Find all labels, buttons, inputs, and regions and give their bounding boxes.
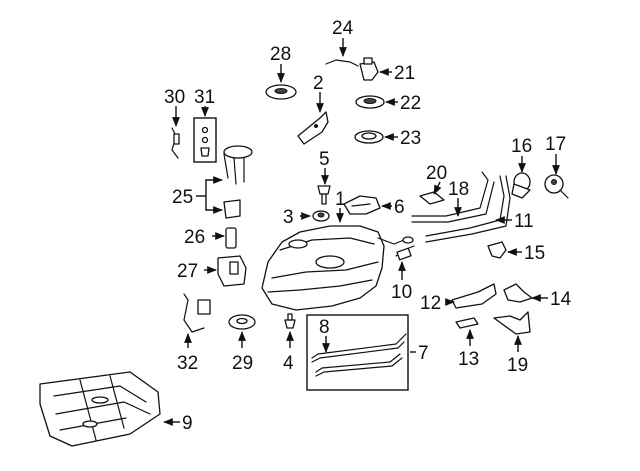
callout-labels: 1 2 3 4 5 6 7 8 9 10 11 12 13 14 15 16 1… <box>164 18 572 434</box>
filler-hose[interactable] <box>487 241 507 259</box>
fuel-cap[interactable] <box>544 174 569 199</box>
vent-tube[interactable] <box>411 171 495 223</box>
callout-16: 16 <box>511 136 532 157</box>
callout-26: 26 <box>184 227 205 248</box>
lower-bracket[interactable] <box>493 311 531 335</box>
callout-6: 6 <box>394 197 405 218</box>
callout-30: 30 <box>164 87 185 108</box>
hose-clamp[interactable] <box>419 191 445 205</box>
callout-24: 24 <box>332 18 354 39</box>
filler-pipe-bracket[interactable] <box>451 283 497 309</box>
mounting-bracket[interactable] <box>455 317 479 329</box>
drain-plug[interactable] <box>284 313 296 329</box>
callout-28: 28 <box>270 44 291 65</box>
callout-2: 2 <box>313 73 324 94</box>
callout-18: 18 <box>448 179 469 200</box>
callout-9: 9 <box>182 413 193 434</box>
callout-10: 10 <box>391 282 412 303</box>
bolt[interactable] <box>317 185 331 205</box>
callout-32: 32 <box>177 353 198 374</box>
grommet[interactable] <box>312 210 330 222</box>
support-bracket[interactable] <box>503 283 533 303</box>
callout-5: 5 <box>319 149 330 170</box>
tank-strap-front[interactable] <box>311 333 407 363</box>
fuel-filter[interactable] <box>217 255 247 287</box>
gasket-ring[interactable] <box>355 95 385 109</box>
gauge-unit-kit[interactable] <box>193 117 217 163</box>
callout-19: 19 <box>507 355 528 376</box>
callout-12: 12 <box>420 293 441 314</box>
pump-gasket[interactable] <box>265 84 297 100</box>
fuel-sender-unit[interactable] <box>359 57 379 81</box>
callout-8: 8 <box>319 317 330 338</box>
callout-31: 31 <box>194 87 215 108</box>
callout-29: 29 <box>232 353 253 374</box>
callout-20: 20 <box>426 163 447 184</box>
fuel-level-sensor[interactable] <box>183 293 211 333</box>
callout-27: 27 <box>177 261 198 282</box>
fuel-pump[interactable] <box>225 227 237 249</box>
callout-17: 17 <box>545 134 566 155</box>
callout-23: 23 <box>400 128 421 149</box>
callout-3: 3 <box>283 207 294 228</box>
callout-21: 21 <box>394 63 415 84</box>
callout-22: 22 <box>400 93 421 114</box>
fuel-pump-module[interactable] <box>223 145 253 219</box>
callout-15: 15 <box>524 243 545 264</box>
callout-1: 1 <box>335 189 346 210</box>
filler-neck[interactable] <box>511 172 531 199</box>
pump-retainer[interactable] <box>228 314 256 330</box>
callout-14: 14 <box>550 289 572 310</box>
leader-lines <box>163 38 560 426</box>
straps-group-box <box>306 314 409 391</box>
callout-7: 7 <box>418 343 429 364</box>
fuel-tank[interactable] <box>261 225 414 311</box>
heat-shield[interactable] <box>343 195 381 215</box>
pump-bracket[interactable] <box>297 111 329 145</box>
sensor-wire[interactable] <box>325 59 359 67</box>
sender-wire-harness[interactable] <box>171 127 180 159</box>
tank-strap-rear[interactable] <box>315 353 403 377</box>
callout-25: 25 <box>172 187 193 208</box>
callout-13: 13 <box>458 349 479 370</box>
callout-4: 4 <box>283 353 294 374</box>
tank-protector-plate[interactable] <box>39 371 161 447</box>
fuel-hose-connector[interactable] <box>395 245 415 261</box>
retainer-ring[interactable] <box>354 130 384 144</box>
callout-11: 11 <box>514 211 534 232</box>
